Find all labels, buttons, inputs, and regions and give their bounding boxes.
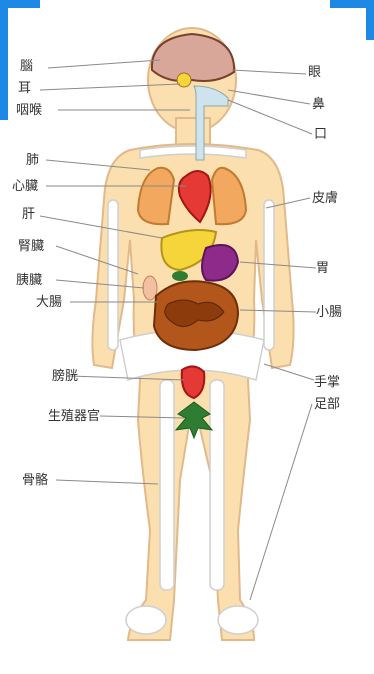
label-small-intestine: 小腸	[316, 306, 342, 319]
label-eye: 眼	[308, 66, 321, 79]
label-pancreas: 胰臟	[16, 274, 42, 287]
ear	[177, 73, 191, 87]
label-stomach: 胃	[316, 262, 329, 275]
label-liver: 肝	[22, 208, 35, 221]
label-nose: 鼻	[312, 98, 325, 111]
label-large-intestine: 大腸	[36, 296, 62, 309]
label-bladder: 膀胱	[52, 370, 78, 383]
label-foot: 足部	[314, 398, 340, 411]
label-hand: 手掌	[314, 376, 340, 389]
label-skin: 皮膚	[312, 192, 338, 205]
label-heart: 心臟	[12, 180, 38, 193]
spleen	[172, 271, 188, 281]
label-skeleton: 骨骼	[22, 474, 48, 487]
label-mouth: 口	[314, 128, 327, 141]
label-ear: 耳	[18, 82, 31, 95]
label-kidney: 腎臟	[18, 240, 44, 253]
label-reproductive: 生殖器官	[48, 410, 100, 423]
label-lung: 肺	[26, 154, 39, 167]
label-throat: 咽喉	[16, 104, 42, 117]
label-brain: 腦	[20, 60, 33, 73]
pancreas	[143, 276, 157, 300]
frame-corner-right	[330, 0, 374, 40]
